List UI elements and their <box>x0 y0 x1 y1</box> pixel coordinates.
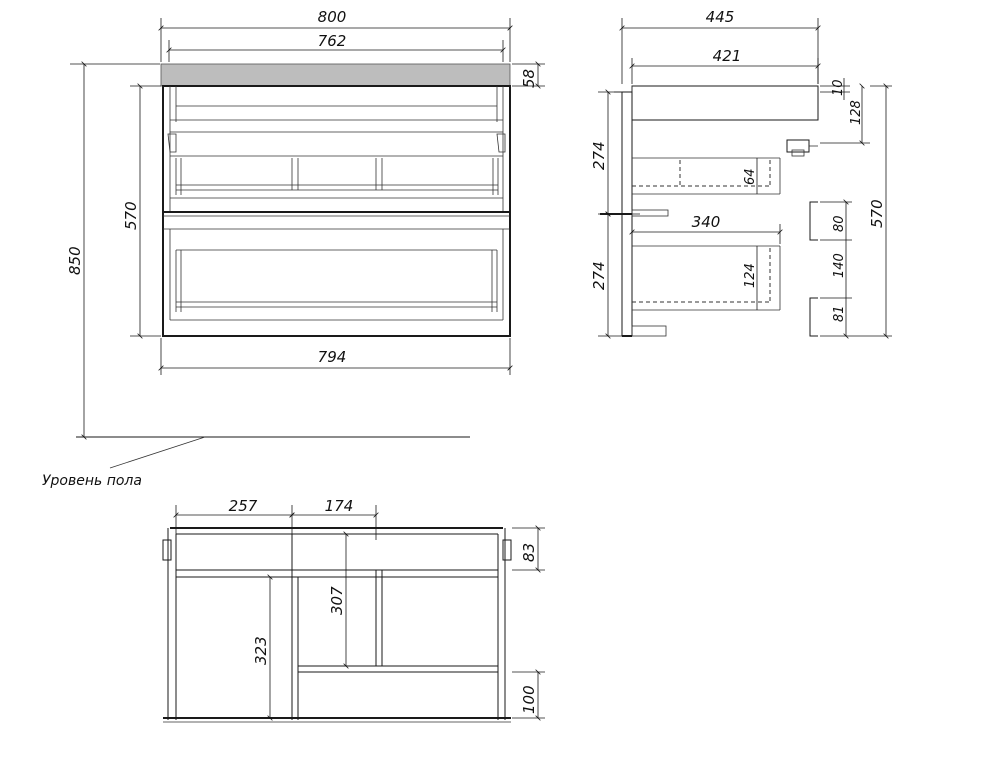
dim-total-height: 850 <box>66 246 84 275</box>
dim-side-340: 340 <box>692 213 721 231</box>
floor-level-label: Уровень пола <box>42 473 142 489</box>
dim-side-140: 140 <box>832 253 847 278</box>
dim-side-80: 80 <box>832 215 847 232</box>
dim-side-bottom-drawer: 274 <box>590 261 608 290</box>
dim-side-depth-top: 445 <box>706 8 735 26</box>
dim-plan-174: 174 <box>325 497 354 515</box>
dim-front-width-bottom: 794 <box>318 348 347 366</box>
dim-plan-83: 83 <box>520 543 538 562</box>
dim-plan-100: 100 <box>520 685 538 714</box>
dim-side-570: 570 <box>868 199 886 228</box>
plan-view: 257 174 83 307 32 <box>162 497 545 723</box>
dim-plan-257: 257 <box>229 497 258 515</box>
dim-front-width-inner: 762 <box>318 32 347 50</box>
dim-side-128: 128 <box>849 100 864 125</box>
dim-side-64: 64 <box>743 168 758 185</box>
dim-body-height: 570 <box>122 201 140 230</box>
countertop <box>160 63 511 87</box>
dim-side-top-drawer: 274 <box>590 141 608 170</box>
front-view: 800 762 58 <box>42 8 545 489</box>
dim-plan-307: 307 <box>328 586 346 615</box>
dim-side-10: 10 <box>831 79 846 96</box>
dim-front-width-top: 800 <box>318 8 347 26</box>
dim-side-81: 81 <box>832 305 847 322</box>
dim-side-124: 124 <box>743 263 758 288</box>
dim-countertop-height: 58 <box>520 69 538 88</box>
side-view: 445 421 10 128 274 <box>590 8 892 339</box>
dim-plan-323: 323 <box>252 636 270 665</box>
dim-side-depth-body: 421 <box>713 47 742 65</box>
